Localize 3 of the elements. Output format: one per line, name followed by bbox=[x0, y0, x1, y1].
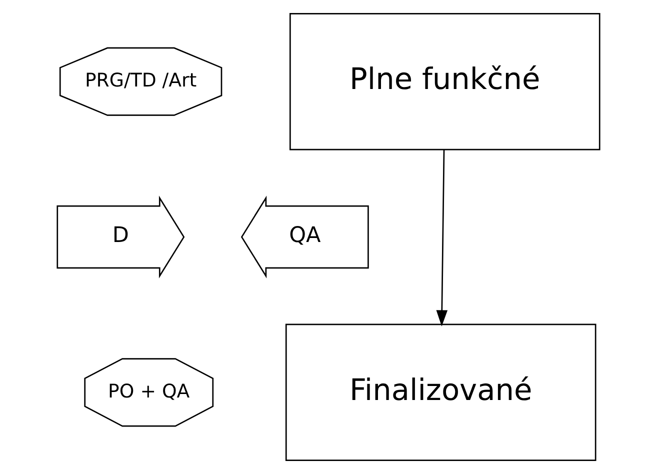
node-box: Plne funkčné bbox=[289, 12, 600, 150]
node-box: Finalizované bbox=[285, 324, 596, 462]
arrow bbox=[436, 150, 448, 326]
